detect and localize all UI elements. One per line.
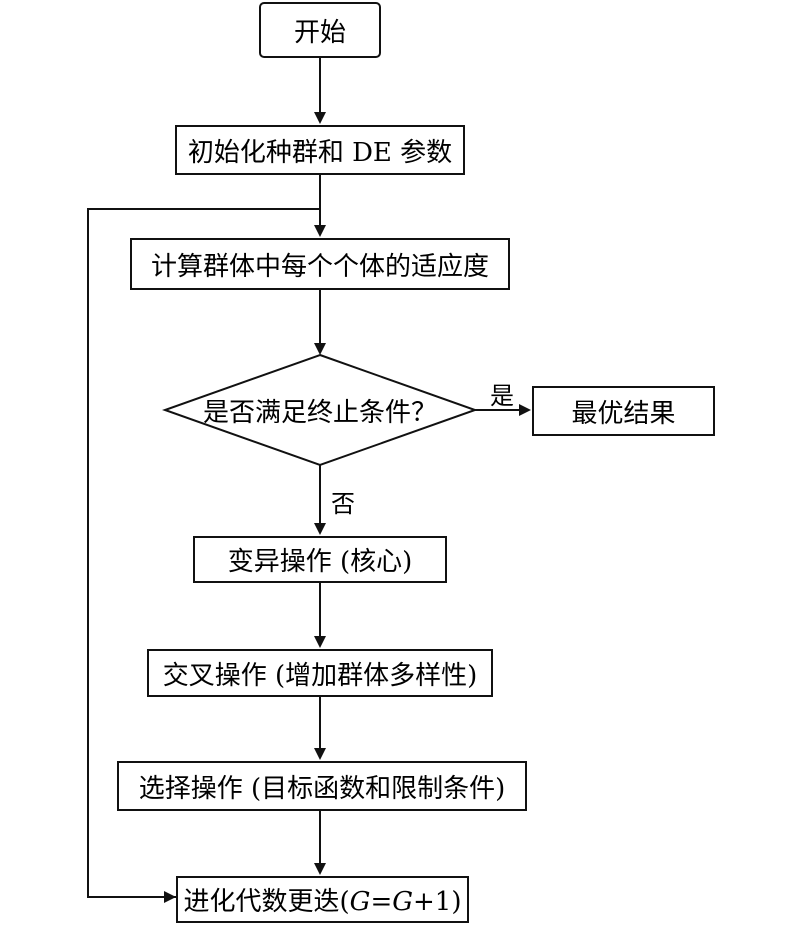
update-eq: =: [370, 887, 393, 917]
init-label: 初始化种群和 DE 参数: [187, 137, 453, 168]
selection-label: 选择操作 (目标函数和限制条件): [138, 773, 506, 804]
yes-label: 是: [490, 382, 514, 410]
crossover-label: 交叉操作 (增加群体多样性): [162, 660, 478, 691]
start-label: 开始: [293, 17, 346, 48]
init-node: 初始化种群和 DE 参数: [175, 125, 465, 175]
mutation-label: 变异操作 (核心): [227, 547, 413, 577]
start-node: 开始: [259, 2, 381, 58]
result-node: 最优结果: [532, 386, 715, 436]
crossover-node: 交叉操作 (增加群体多样性): [147, 649, 493, 697]
result-label: 最优结果: [571, 398, 676, 429]
update-label: 进化代数更迭(G=G+1): [184, 881, 462, 918]
update-suffix: +1): [413, 887, 462, 917]
update-node: 进化代数更迭(G=G+1): [176, 876, 469, 923]
update-g2: G: [392, 887, 414, 917]
mutation-node: 变异操作 (核心): [193, 536, 447, 583]
fitness-label: 计算群体中每个个体的适应度: [150, 251, 489, 282]
update-prefix: 进化代数更迭(: [183, 887, 350, 917]
no-label: 否: [331, 490, 355, 518]
decision-label: 是否满足终止条件？: [165, 390, 475, 430]
update-g1: G: [349, 887, 371, 917]
selection-node: 选择操作 (目标函数和限制条件): [117, 761, 527, 811]
decision-text: 是否满足终止条件？: [202, 397, 437, 428]
fitness-node: 计算群体中每个个体的适应度: [130, 238, 510, 290]
